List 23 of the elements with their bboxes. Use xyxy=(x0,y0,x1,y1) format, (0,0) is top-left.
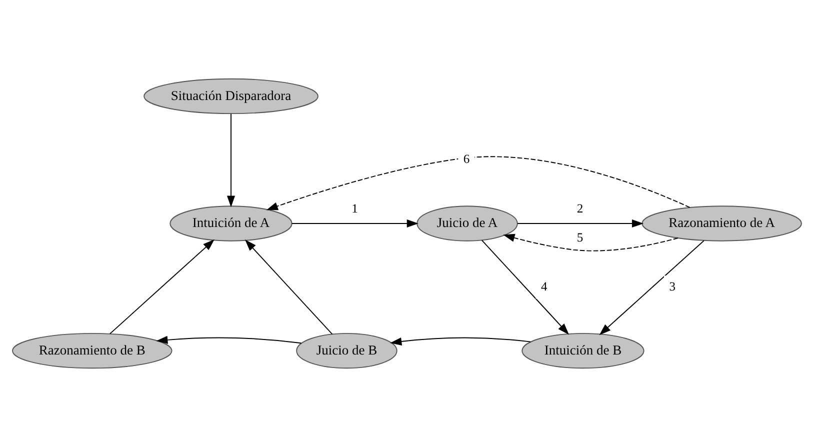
node-ellipse: Razonamiento de B xyxy=(12,332,172,368)
arrow xyxy=(517,218,644,228)
edge-label: 1 xyxy=(352,200,358,215)
node-ellipse: Situación Disparadora xyxy=(144,78,318,114)
node-ellipse: Juicio de B xyxy=(296,332,398,368)
arrow xyxy=(156,335,302,344)
edge-label: 2 xyxy=(576,200,584,215)
node-ellipse: Razonamiento de A xyxy=(642,205,802,241)
arrow xyxy=(291,218,418,228)
arrow xyxy=(390,336,532,346)
arrow xyxy=(599,240,704,335)
arrow xyxy=(110,238,214,334)
arrow xyxy=(244,239,333,334)
node-ellipse: Intuición de B xyxy=(522,332,644,368)
arrow xyxy=(226,112,236,207)
node-ellipse: Intuición de A xyxy=(170,205,292,241)
arrow xyxy=(481,239,570,334)
arrow xyxy=(266,156,690,210)
edge-label: 4 xyxy=(541,278,548,293)
edge-label: 6 xyxy=(463,152,470,166)
arrow xyxy=(503,233,678,251)
edge-label: 3 xyxy=(669,278,676,293)
edge-label: 5 xyxy=(576,230,584,244)
